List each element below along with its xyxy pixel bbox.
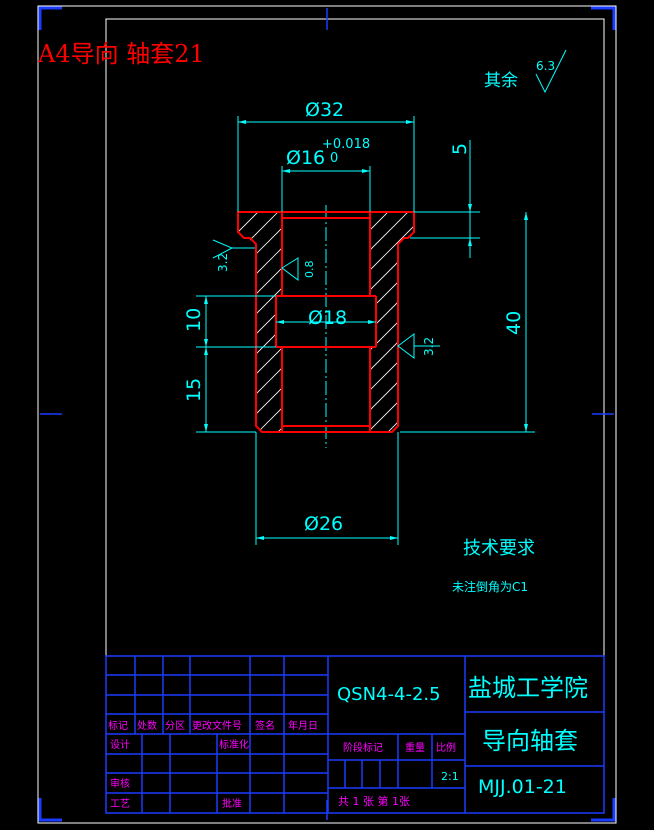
- dim-total-height: 40: [503, 311, 525, 335]
- label-stage: 阶段标记: [343, 741, 383, 754]
- label-zone: 分区: [165, 720, 185, 732]
- notes-title: 技术要求: [463, 538, 535, 559]
- dimension-arrows: [204, 120, 528, 540]
- dim-groove-diameter: Ø18: [308, 307, 347, 329]
- roughness-other-label: 其余: [484, 71, 518, 91]
- roughness-right-value: 3.2: [422, 337, 436, 356]
- dim-inner-diameter: Ø16: [286, 147, 325, 169]
- dim-tolerance-lower: 0: [330, 151, 338, 166]
- corner-marks: [38, 6, 616, 822]
- outer-frame: [37, 5, 617, 824]
- center-marks: [40, 8, 614, 820]
- drawing-number: MJJ.01-21: [478, 776, 567, 798]
- label-sign: 签名: [255, 719, 275, 732]
- material-spec: QSN4-4-2.5: [337, 684, 441, 705]
- roughness-symbol-right: [397, 333, 440, 359]
- roughness-symbol-default: [535, 49, 567, 94]
- dim-flange-height: 5: [449, 143, 471, 155]
- dim-bottom-length: 15: [183, 378, 205, 402]
- dim-base-diameter: Ø26: [304, 513, 343, 535]
- label-weight: 重量: [405, 741, 425, 754]
- roughness-symbol-bore: [281, 257, 299, 281]
- dim-tolerance-upper: +0.018: [322, 137, 370, 152]
- dimension-lines: [196, 116, 535, 545]
- label-change-doc: 更改文件号: [192, 719, 242, 732]
- dim-outer-diameter: Ø32: [305, 99, 344, 121]
- label-design: 设计: [110, 738, 130, 751]
- scale-value: 2:1: [441, 770, 459, 783]
- dim-groove-width: 10: [183, 308, 205, 332]
- school-name: 盐城工学院: [468, 674, 588, 702]
- roughness-default-value: 6.3: [536, 59, 555, 73]
- roughness-symbol-left: [212, 239, 255, 259]
- label-mark: 标记: [108, 720, 128, 732]
- label-date: 年月日: [288, 719, 318, 732]
- label-count: 处数: [137, 719, 157, 732]
- title-block-grid: [105, 655, 605, 814]
- sheet-count: 共 1 张 第 1张: [338, 794, 410, 808]
- label-process: 工艺: [110, 798, 130, 810]
- title-block-labels: 标记 处数 分区 更改文件号 签名 年月日 设计 标准化 审核 工艺 批准 阶段…: [108, 719, 456, 810]
- label-standardize: 标准化: [219, 738, 249, 751]
- label-ratio: 比例: [436, 741, 456, 754]
- part-outline: [237, 211, 415, 433]
- label-approve: 批准: [222, 797, 242, 810]
- drawing-title: A4导向 轴套21: [37, 40, 205, 68]
- roughness-left-value: 3.2: [216, 253, 230, 272]
- label-review: 审核: [110, 777, 130, 790]
- part-name: 导向轴套: [482, 727, 578, 755]
- roughness-bore-value: 0.8: [303, 261, 316, 279]
- notes-line1: 未注倒角为C1: [452, 579, 528, 594]
